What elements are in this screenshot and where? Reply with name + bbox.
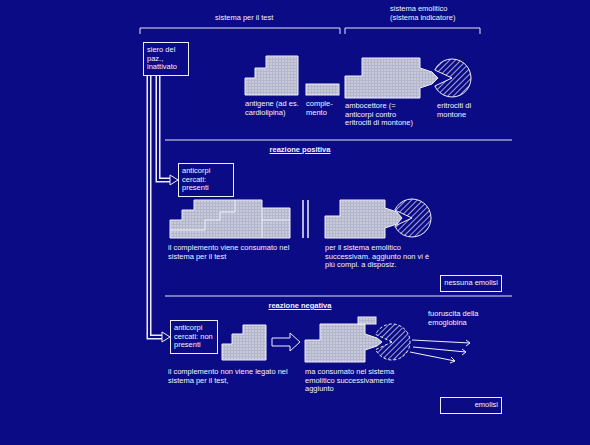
- antigen-shape: [245, 56, 298, 95]
- process-box: anticorpi cercati: non presenti: [170, 320, 218, 354]
- caption-text: comple- mento: [306, 100, 340, 117]
- box-text: anticorpi cercati: presenti: [182, 167, 230, 193]
- arrow-line: [149, 76, 162, 337]
- caption-text: fuoruscita della emoglobina: [428, 310, 480, 327]
- rule: [165, 296, 512, 297]
- erythrocyte-shape: [395, 199, 431, 237]
- box-text: nessuna emolisi: [444, 279, 498, 288]
- caption-text: il complemento non viene legato nel sist…: [168, 368, 298, 385]
- double-arrow: [158, 76, 178, 185]
- lysed-erythrocyte: [376, 324, 410, 360]
- double-arrow: [149, 76, 170, 342]
- process-box: nessuna emolisi: [440, 275, 502, 292]
- erythrocyte-shape: [435, 59, 471, 97]
- process-box: emolisi: [440, 397, 502, 414]
- bound-complex: [170, 200, 290, 238]
- complex-divider: [262, 208, 290, 238]
- caption-text: il complemento viene consumato nel siste…: [168, 244, 296, 261]
- complement-shape: [306, 84, 339, 95]
- separator: [302, 200, 304, 238]
- arrow-head: [162, 332, 170, 342]
- caption-text: ambocettore (= anticorpi contro eritroci…: [345, 102, 419, 128]
- amboceptor-shape: [325, 200, 402, 238]
- process-box: siero del paz., inattivato: [143, 42, 189, 76]
- arrow-head: [170, 175, 178, 185]
- caption-text: eritrociti di montone: [437, 102, 492, 119]
- caption-text: antigene (ad es. cardiolipina): [245, 100, 300, 117]
- separator: [307, 200, 309, 238]
- complement-shape: [358, 317, 376, 324]
- arrow-line: [149, 76, 162, 337]
- section-heading: reazione negativa: [255, 302, 345, 311]
- process-box: anticorpi cercati: presenti: [178, 163, 234, 197]
- box-text: anticorpi cercati: non presenti: [174, 324, 214, 350]
- bracket: [345, 28, 480, 34]
- complex-divider: [170, 200, 235, 230]
- bracket: [140, 28, 340, 34]
- caption-text: per il sistema emolitico successivam. ag…: [325, 244, 437, 270]
- antigen-shape: [222, 325, 266, 360]
- arrow-line: [158, 76, 170, 180]
- arrow-line: [158, 76, 170, 180]
- box-text: siero del paz., inattivato: [147, 46, 185, 72]
- hemoglobin-arrows: [410, 340, 470, 363]
- rule: [165, 140, 512, 141]
- amboceptor-shape: [345, 58, 438, 98]
- box-text: emolisi: [444, 401, 498, 410]
- caption-text: sistema emolitico (sistema indicatore): [390, 5, 466, 22]
- caption-text: sistema per il test: [215, 14, 295, 23]
- hollow-arrow: [272, 333, 300, 351]
- caption-text: ma consumato nel sistema emolitico succe…: [305, 368, 425, 394]
- section-heading: reazione positiva: [255, 146, 345, 155]
- amboceptor-shape: [305, 324, 382, 362]
